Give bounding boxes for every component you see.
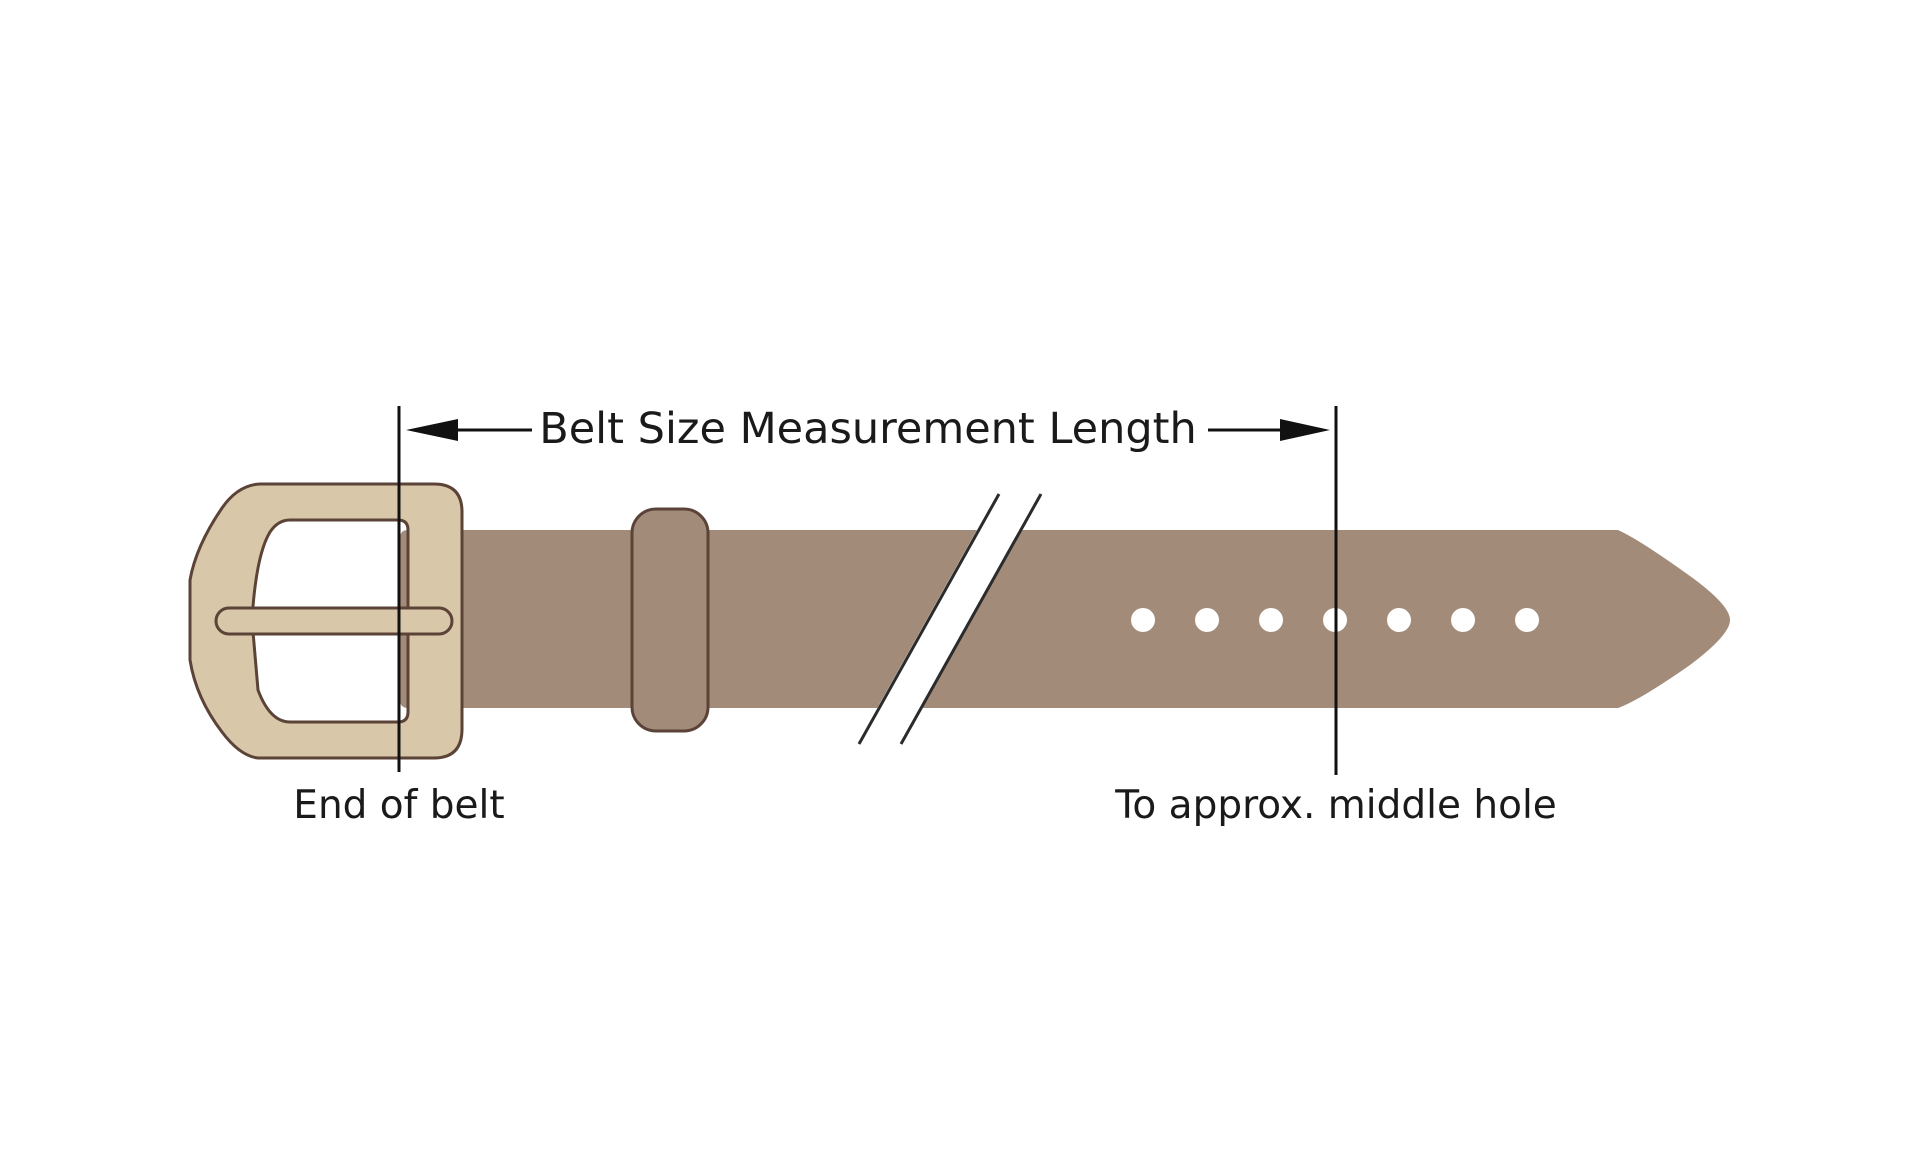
buckle-prong [214, 606, 454, 636]
belt-buckle-icon [188, 482, 464, 760]
break-mark-icon [857, 494, 1042, 744]
belt-hole [1131, 608, 1155, 632]
belt-hole [1195, 608, 1219, 632]
arrow-left-icon [406, 419, 458, 441]
belt-hole [1515, 608, 1539, 632]
belt-hole [1451, 608, 1475, 632]
break-mark-line-left [857, 493, 1001, 745]
end-label: To approx. middle hole [1114, 783, 1557, 828]
belt-strap [400, 530, 1730, 708]
belt-hole [1259, 608, 1283, 632]
belt-hole [1387, 608, 1411, 632]
belt-loop-icon [630, 507, 710, 733]
buckle-frame [188, 482, 464, 760]
break-mark-line-right [899, 493, 1043, 745]
arrow-right-icon [1280, 419, 1330, 441]
start-label: End of belt [293, 783, 504, 828]
measurement-title: Belt Size Measurement Length [539, 404, 1197, 454]
